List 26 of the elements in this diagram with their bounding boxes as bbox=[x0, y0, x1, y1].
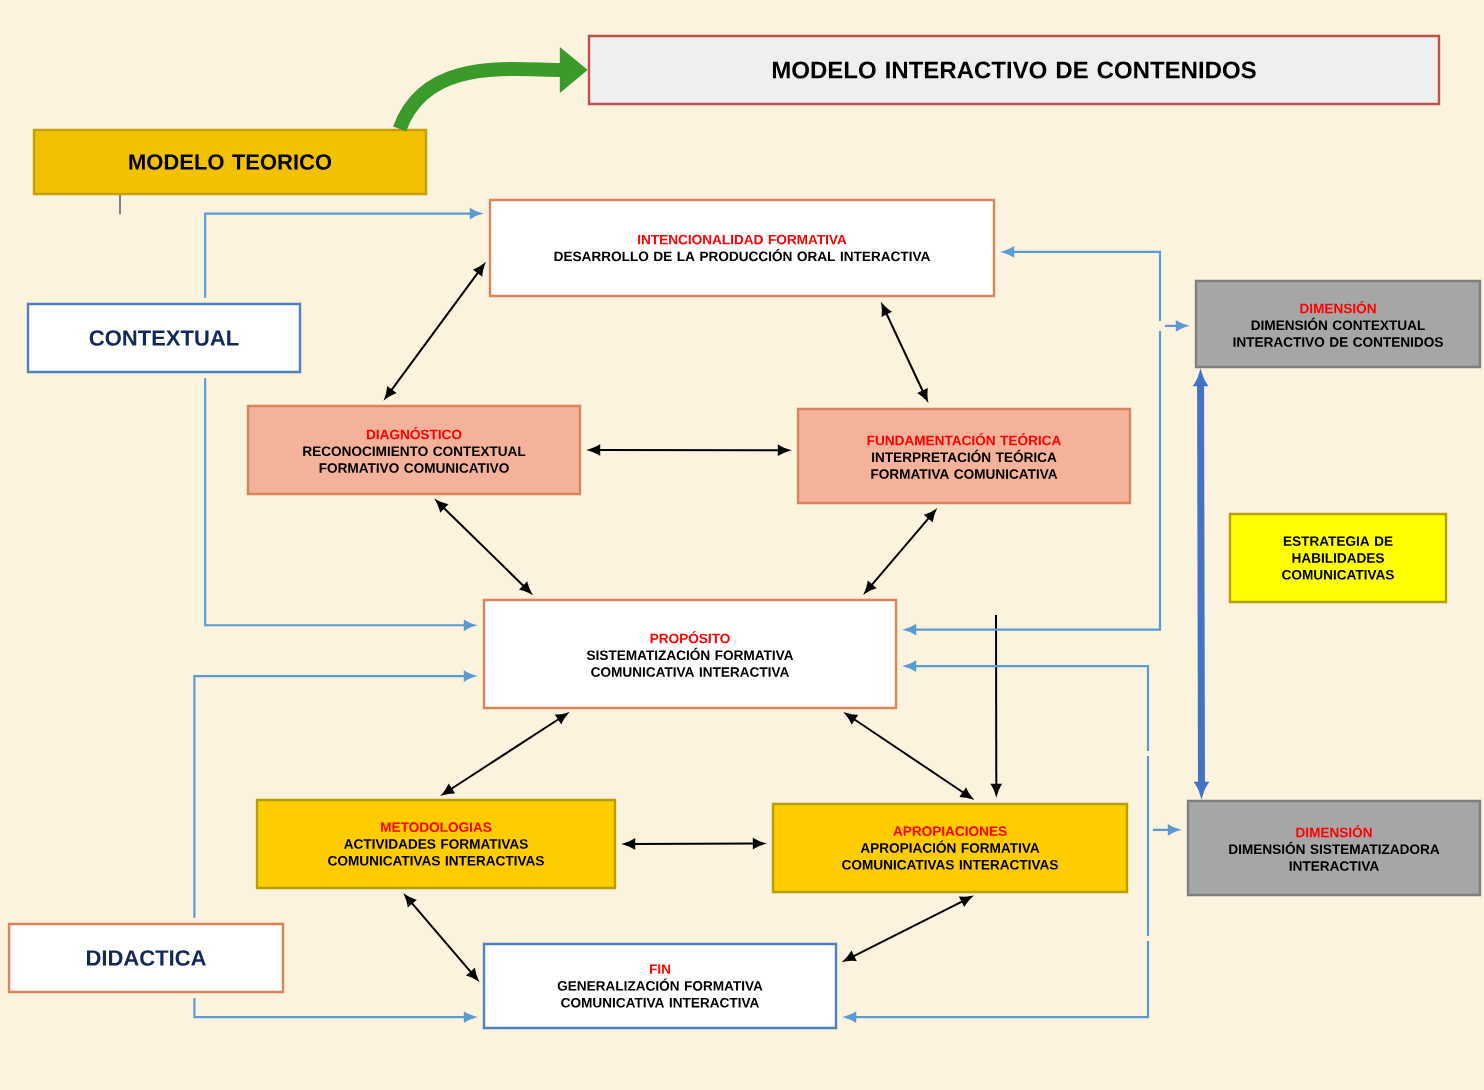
arrow bbox=[193, 998, 475, 1023]
arrow bbox=[905, 661, 1150, 751]
heading-box: CONTEXTUAL bbox=[26, 302, 302, 374]
arrow bbox=[1003, 246, 1162, 321]
arrow bbox=[404, 894, 479, 981]
arrow bbox=[881, 304, 928, 401]
arrow bbox=[588, 444, 790, 456]
arrow bbox=[204, 208, 481, 298]
arrow bbox=[384, 263, 485, 399]
arrow bbox=[905, 330, 1162, 635]
arrow bbox=[991, 613, 1002, 796]
arrow bbox=[623, 838, 765, 850]
arrow bbox=[843, 896, 972, 962]
arrow bbox=[1194, 372, 1208, 796]
arrow bbox=[442, 712, 568, 796]
title-box: MODELO INTERACTIVO DE CONTENIDOS bbox=[587, 34, 1441, 106]
arrow bbox=[864, 509, 936, 594]
arrow bbox=[193, 671, 475, 918]
heading-box: DIDACTICA bbox=[7, 922, 285, 994]
arrow bbox=[845, 713, 973, 799]
heading-box: MODELO TEORICO bbox=[32, 128, 428, 196]
arrow bbox=[1153, 824, 1179, 835]
arrow bbox=[204, 378, 475, 631]
arrow bbox=[435, 500, 532, 594]
arrow bbox=[1165, 320, 1187, 331]
arrow bbox=[845, 940, 1150, 1023]
